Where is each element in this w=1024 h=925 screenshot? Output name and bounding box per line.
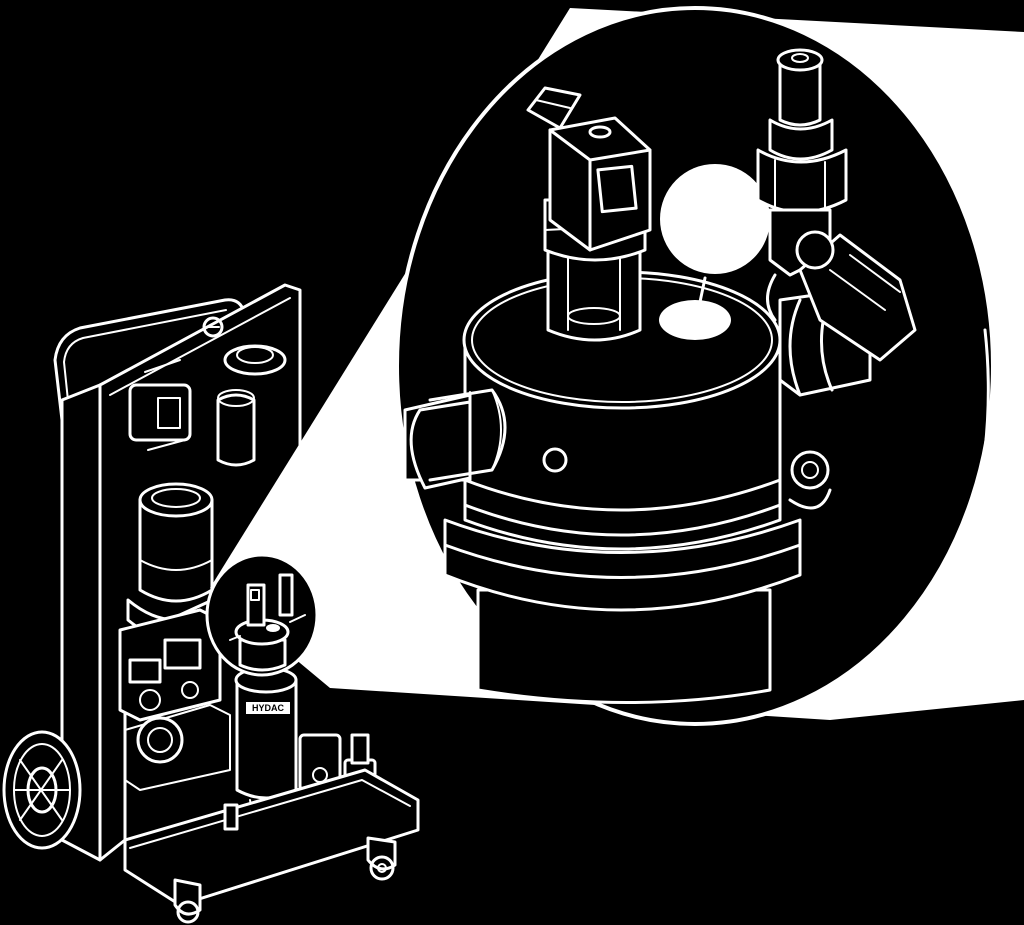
detail-circle-rim: [973, 328, 990, 512]
wheel-icon: [2, 730, 82, 850]
detail-side-bore: [542, 447, 568, 473]
mini-ports: [229, 614, 306, 641]
cart-panel-edge: [109, 297, 291, 396]
valve-block: [163, 638, 202, 670]
detail-eyebolt: [788, 450, 832, 510]
plug-leader-line: [698, 276, 707, 304]
panel-screw: [202, 316, 224, 338]
brand-band: [246, 702, 290, 714]
callout-balloon: [660, 164, 770, 274]
mini-housing-body: [238, 638, 287, 672]
castor-wheel-front: [173, 878, 202, 924]
detail-magnified-view: [395, 6, 995, 726]
panel-pipe: [144, 359, 181, 373]
port-1: [139, 689, 161, 711]
filter-cart: HYDAC: [2, 283, 420, 924]
detail-right-fitting: [766, 230, 917, 397]
cart-base: [123, 768, 420, 907]
detail-source-circle: [205, 553, 319, 677]
outlet-valve-stem: [350, 733, 370, 765]
reservoir-cap-inner: [236, 346, 274, 364]
detail-housing-lower: [476, 588, 772, 704]
panel-gauge-window: [157, 397, 181, 429]
panel-pipe-2: [147, 439, 186, 451]
pump-flange: [136, 716, 184, 764]
mini-connector-window: [250, 589, 260, 601]
mini-plug: [266, 624, 280, 632]
detail-ring-line: [463, 503, 782, 537]
reservoir-small-top: [217, 389, 255, 407]
cart-handle-inner: [63, 309, 227, 421]
reservoir-cap: [223, 344, 287, 376]
castor-wheel-right: [366, 836, 397, 881]
pump-flange-inner: [147, 727, 173, 753]
pump-housing: [124, 704, 231, 791]
port-2: [181, 681, 199, 699]
mini-sensor: [278, 573, 294, 617]
valve-block-2: [128, 658, 162, 684]
detail-housing-collar: [443, 518, 802, 612]
cart-base-rim: [129, 779, 411, 849]
electrical-connector-icon: [526, 86, 652, 342]
detail-left-fitting: [403, 388, 507, 490]
drain-valve: [223, 803, 239, 831]
filter-brand-label: HYDAC: [252, 703, 285, 713]
cart-handle: [53, 298, 250, 422]
sealing-plug-icon: [659, 300, 731, 340]
reservoir-small: [216, 393, 256, 467]
detail-collar-line: [443, 543, 802, 579]
